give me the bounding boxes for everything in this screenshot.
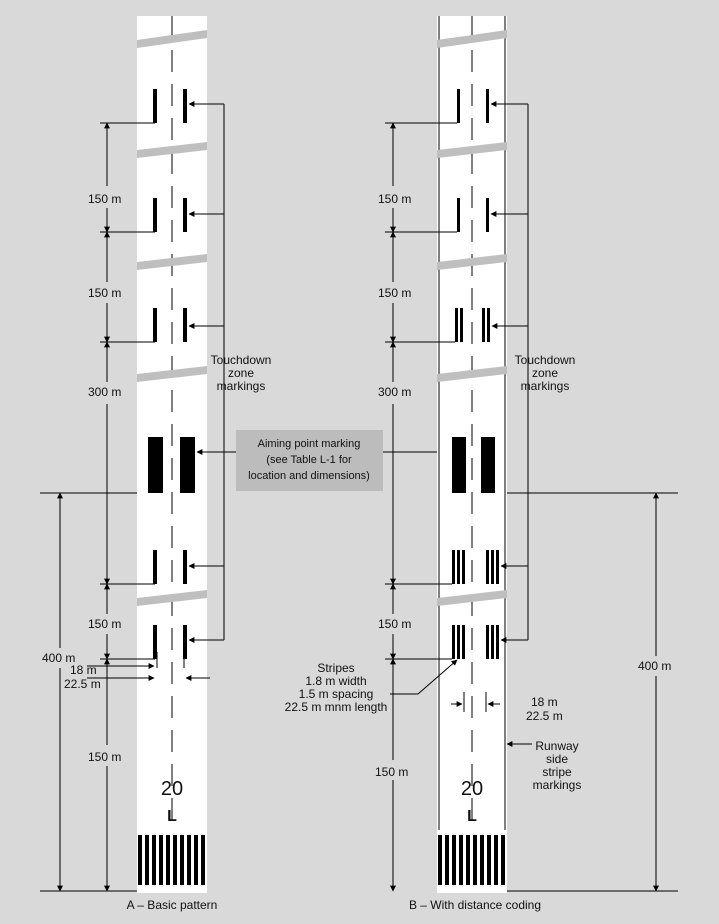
caption-a: A – Basic pattern	[127, 898, 218, 912]
runway-a-designator-number: 20	[161, 778, 183, 800]
runway-a-aiming-point	[148, 437, 195, 493]
stripes-line3: 1.5 m spacing	[299, 687, 374, 701]
runway-b-tdz-label: Touchdown zone markings	[515, 353, 576, 393]
side-stripe-line1: Runway	[535, 739, 578, 753]
dim-b-400: 400 m	[638, 659, 671, 673]
runway-b-stripes-pointer	[390, 659, 458, 695]
stripes-label: Stripes 1.8 m width 1.5 m spacing 22.5 m…	[285, 661, 388, 714]
aiming-note-line1: Aiming point marking	[258, 438, 361, 450]
side-stripe-line4: markings	[533, 778, 582, 792]
dim-a-150-3: 150 m	[88, 617, 121, 631]
stripes-line2: 1.8 m width	[305, 674, 366, 688]
runway-a-tdz-label: Touchdown zone markings	[211, 353, 272, 393]
tdz-b-line1: Touchdown	[515, 353, 576, 367]
runway-b: 20 L	[437, 16, 507, 893]
dim-a-150-1: 150 m	[88, 192, 121, 206]
side-stripe-line3: stripe	[542, 765, 572, 779]
aiming-point-note-box	[236, 430, 383, 491]
dim-a-300: 300 m	[88, 385, 121, 399]
runway-a-designator-letter: L	[167, 808, 177, 825]
runway-b-dimensions	[385, 122, 678, 892]
tdz-a-line3: markings	[217, 379, 266, 393]
stripes-line4: 22.5 m mnm length	[285, 700, 388, 714]
aiming-point-note: Aiming point marking (see Table L-1 for …	[236, 430, 383, 491]
dim-a-150-4: 150 m	[88, 750, 121, 764]
runway-a-tdz-pointers	[188, 101, 236, 643]
dim-a-18: 18 m	[70, 663, 97, 677]
runway-a: 20 L	[137, 16, 207, 893]
tdz-b-line3: markings	[521, 379, 570, 393]
side-stripe-line2: side	[546, 752, 568, 766]
dim-b-150-3: 150 m	[378, 617, 411, 631]
aiming-note-line2: (see Table L-1 for	[266, 454, 352, 466]
runway-b-dimension-labels: 150 m 150 m 300 m 150 m 150 m 400 m 18 m…	[375, 192, 671, 779]
runway-a-dimension-labels: 150 m 150 m 300 m 150 m 400 m 18 m 22.5 …	[42, 192, 121, 764]
runway-b-touchdown-markings	[452, 89, 499, 659]
runway-b-threshold	[438, 835, 505, 885]
caption-b: B – With distance coding	[409, 898, 541, 912]
side-stripe-label: Runway side stripe markings	[533, 739, 582, 792]
dim-a-400: 400 m	[42, 651, 75, 665]
runway-b-designator-number: 20	[461, 778, 483, 800]
dim-b-150-4: 150 m	[375, 765, 408, 779]
tdz-a-line1: Touchdown	[211, 353, 272, 367]
stripes-line1: Stripes	[317, 661, 354, 675]
runway-a-break-marks	[137, 30, 207, 606]
dim-a-150-2: 150 m	[88, 286, 121, 300]
tdz-a-line2: zone	[228, 366, 254, 380]
runway-b-tdz-pointers	[490, 101, 529, 643]
dim-b-22-5: 22.5 m	[526, 709, 563, 723]
runway-b-break-marks	[437, 30, 507, 606]
runway-a-dimensions	[40, 122, 210, 892]
runway-b-designator-letter: L	[467, 808, 477, 825]
runway-a-threshold	[138, 835, 205, 885]
dim-b-150-1: 150 m	[378, 192, 411, 206]
tdz-b-line2: zone	[532, 366, 558, 380]
runway-b-aiming-point	[452, 437, 495, 493]
dim-a-22-5: 22.5 m	[64, 677, 101, 691]
aiming-note-line3: location and dimensions)	[248, 470, 370, 482]
dim-b-150-2: 150 m	[378, 286, 411, 300]
dim-b-300: 300 m	[378, 385, 411, 399]
dim-b-18: 18 m	[531, 695, 558, 709]
runway-a-touchdown-markings	[153, 89, 187, 659]
